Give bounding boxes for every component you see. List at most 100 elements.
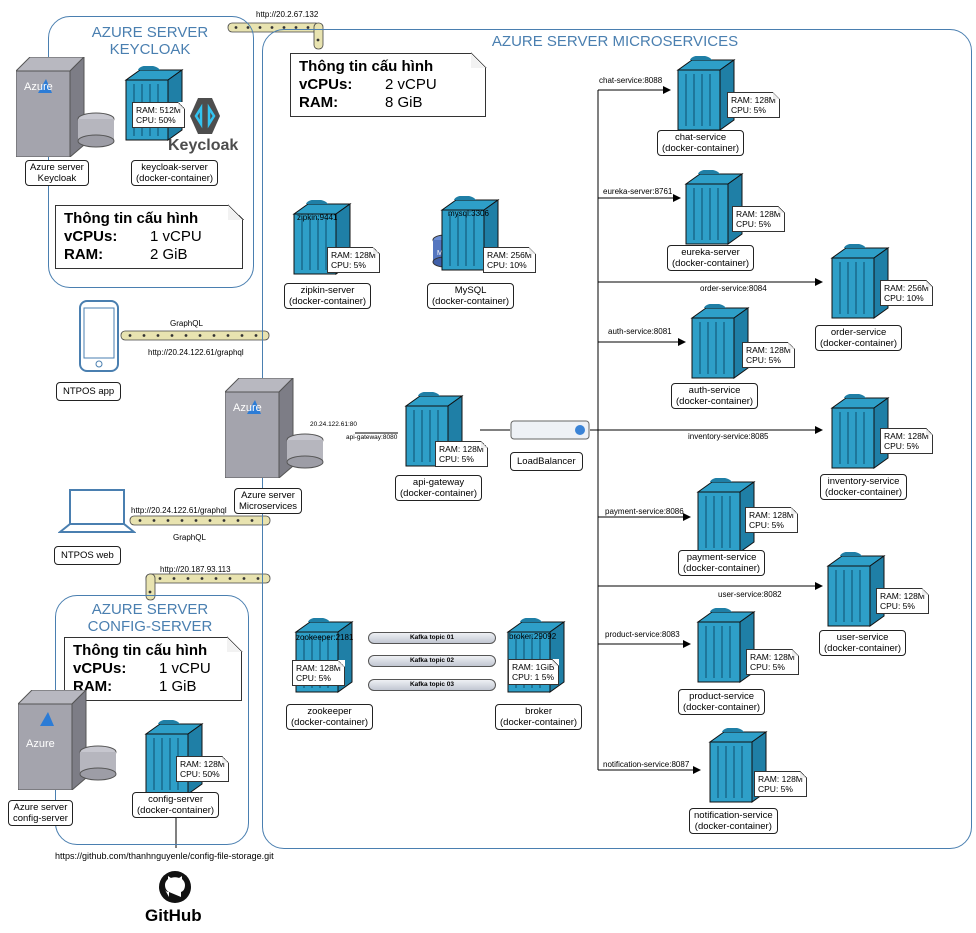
github-url-label: https://github.com/thanhnguyenle/config-… [55,851,274,861]
broker-ram-label: RAM: 1GiB [512,662,555,672]
chat-caption: chat-service(docker-container) [657,130,745,156]
chat-name: chat-service [674,132,727,143]
product-port-label: product-service:8083 [605,630,680,639]
payment-caption: payment-service(docker-container) [678,550,766,576]
zipkin-port-label: zipkin:9441 [297,213,338,222]
eureka-container-icon [680,170,750,250]
broker-port-label: broker:29092 [509,632,557,641]
chat-cpu-label: CPU: 5% [731,105,766,115]
notification-cpu-label: CPU: 5% [758,784,793,794]
zookeeper-port-label: zookeeper:2181 [296,633,354,642]
mysql-name: MySQL [454,285,487,296]
payment-type: (docker-container) [683,563,761,574]
user-cpu-label: CPU: 5% [880,601,915,611]
product-caption: product-service(docker-container) [678,689,766,715]
configsrv-caption: config-server(docker-container) [132,792,220,818]
config-info-keycloak: Thông tin cấu hình vCPUs:1 vCPU RAM:2 Gi… [55,204,244,269]
zipkin-cpu-label: CPU: 5% [331,260,366,270]
zipkin-type: (docker-container) [289,296,367,307]
product-type: (docker-container) [683,702,761,713]
config-info-microservices: Thông tin cấu hình vCPUs:2 vCPU RAM:8 Gi… [290,52,487,117]
notification-port-label: notification-service:8087 [603,760,690,769]
apigw-caption: api-gateway(docker-container) [395,475,483,501]
github-brand-text: GitHub [145,906,202,925]
loadbalancer-caption: LoadBalancer [510,452,583,471]
keycloak-type: (docker-container) [136,173,214,184]
user-container-icon [822,552,892,632]
azure-server-microservices-icon: Azure [225,378,325,478]
product-cpu-label: CPU: 5% [750,662,785,672]
config-info-config-server: Thông tin cấu hình vCPUs:1 vCPU RAM:1 Gi… [64,636,243,701]
broker-caption: broker(docker-container) [495,704,583,730]
zookeeper-type: (docker-container) [291,717,369,728]
auth-caption: auth-service(docker-container) [671,383,759,409]
mysql-caption: MySQL(docker-container) [427,283,515,309]
inventory-caption: inventory-service(docker-container) [820,474,908,500]
mysql-ram-label: RAM: 256M [487,250,532,260]
zone-microservices-title: AZURE SERVER MICROSERVICES [491,33,739,50]
keycloak-url-label: http://20.2.67.132 [256,10,319,19]
notification-name: notification-service [694,810,773,821]
auth-port-label: auth-service:8081 [608,327,672,336]
zookeeper-container-icon [290,618,360,698]
ntpos-app-caption: NTPOS app [56,382,122,401]
user-port-label: user-service:8082 [718,590,782,599]
zookeeper-caption: zookeeper(docker-container) [286,704,374,730]
phone-icon [79,300,119,372]
keycloak-name: keycloak-server [141,162,208,173]
inventory-cpu-label: CPU: 5% [884,441,919,451]
eureka-name: eureka-server [681,247,740,258]
azure-server-keycloak-icon: Azure [16,57,116,157]
notification-ram-label: RAM: 128M [758,774,803,784]
keycloak-cpu-label: CPU: 50% [136,115,176,125]
configsrv-type: (docker-container) [137,805,215,816]
user-type: (docker-container) [824,643,902,654]
eureka-caption: eureka-server(docker-container) [667,245,755,271]
broker-container-icon [502,618,572,698]
mysql-type: (docker-container) [432,296,510,307]
keycloak-brand-text: Keycloak [168,137,239,154]
auth-cpu-label: CPU: 5% [746,355,781,365]
loadbalancer-icon [510,418,590,442]
auth-ram-label: RAM: 128M [746,345,791,355]
order-port-label: order-service:8084 [700,284,767,293]
broker-type: (docker-container) [500,717,578,728]
gateway-port-label: api-gateway:8080 [346,434,398,441]
product-name: product-service [689,691,755,702]
app-url-label: http://20.24.122.61/graphql [148,348,244,357]
chat-ram-label: RAM: 128M [731,95,776,105]
zookeeper-name: zookeeper [307,706,352,717]
payment-ram-label: RAM: 128M [749,510,794,520]
github-icon [158,870,192,904]
order-cpu-label: CPU: 10% [884,293,924,303]
configsrv-ram-label: RAM: 128M [180,759,225,769]
kafka-topic-2: Kafka topic 02 [368,655,496,667]
mysql-port-label: mysql:3306 [448,209,489,218]
configsrv-name: config-server [148,794,203,805]
apigw-container-icon [400,392,470,472]
order-name: order-service [830,327,887,338]
payment-cpu-label: CPU: 5% [749,520,784,530]
ntpos-web-caption: NTPOS web [54,546,121,565]
keycloak-logo-icon [190,96,220,136]
user-ram-label: RAM: 128M [880,591,925,601]
notification-type: (docker-container) [694,821,772,832]
order-type: (docker-container) [820,338,898,349]
payment-name: payment-service [686,552,757,563]
